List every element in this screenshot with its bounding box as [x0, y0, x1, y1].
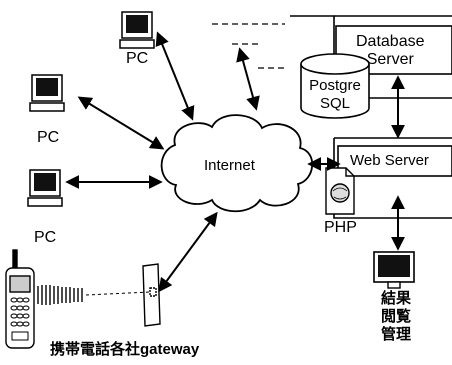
results-view-label: 結果閲覧管理 [381, 290, 412, 343]
document-icon [325, 167, 355, 215]
arrow-dashed-internet [236, 47, 260, 111]
postgre-label: Postgre SQL [309, 77, 361, 112]
pc-bottom-label: PC [34, 229, 57, 246]
database-cylinder-icon [300, 53, 370, 119]
database-server-label: Database Server [356, 33, 425, 68]
internet-label: Internet [204, 157, 255, 174]
arrow-pc-top-internet [155, 31, 195, 121]
mobile-phone-icon [5, 249, 35, 349]
dashed-marks [212, 23, 285, 69]
radio-signal [37, 285, 83, 305]
pc-top-label: PC [126, 50, 149, 67]
monitor-icon [373, 251, 415, 289]
arrow-pc-left-internet [77, 96, 165, 150]
computer-icon [29, 74, 65, 112]
computer-icon [119, 11, 155, 49]
arrow-gateway-internet [158, 211, 218, 293]
radio-signal-dashed [85, 291, 151, 296]
double-arrow-icon [65, 31, 405, 293]
gateway-label: 携帯電話各社gateway [50, 341, 200, 358]
gateway-box [142, 263, 161, 327]
web-server-label: Web Server [350, 152, 429, 169]
php-label: PHP [324, 219, 357, 236]
computer-icon [27, 169, 63, 207]
pc-left-label: PC [37, 129, 60, 146]
cloud-icon [160, 114, 314, 213]
